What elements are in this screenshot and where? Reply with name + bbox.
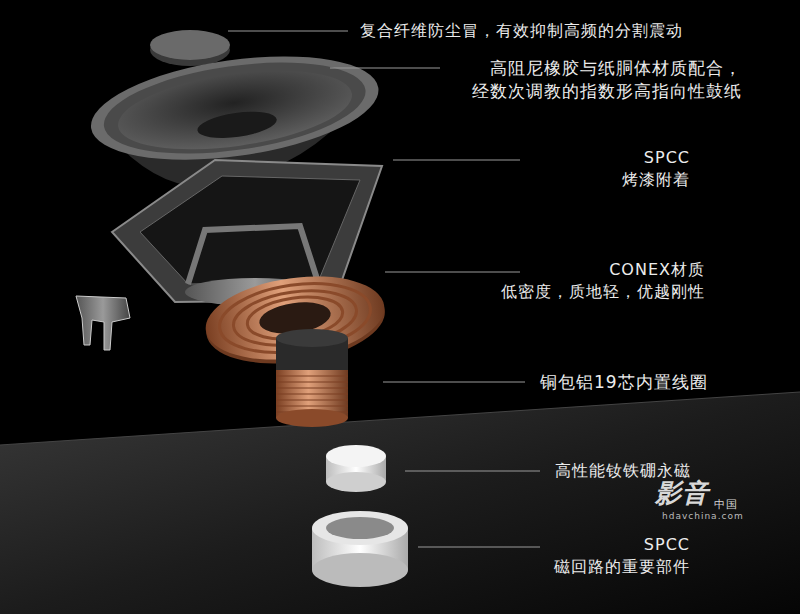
- callout-label: SPCC 烤漆附着: [622, 147, 690, 191]
- dust-cap: [150, 30, 230, 66]
- label-line: 复合纤维防尘冒，有效抑制高频的分割震动: [360, 20, 683, 42]
- label-line: CONEX材质: [501, 259, 705, 281]
- label-line: 高阻尼橡胶与纸胴体材质配合，: [472, 57, 742, 80]
- label-line: SPCC: [622, 147, 690, 169]
- watermark: 影音: [655, 476, 709, 511]
- voice-coil: [276, 329, 348, 427]
- leader-lines: [228, 31, 540, 547]
- callout-label: 高阻尼橡胶与纸胴体材质配合， 经数次调教的指数形高指向性鼓纸: [472, 57, 742, 103]
- label-line: 影音: [655, 476, 709, 511]
- label-line: 磁回路的重要部件: [554, 556, 690, 578]
- label-line: 低密度，质地轻，优越刚性: [501, 281, 705, 303]
- label-line: 经数次调教的指数形高指向性鼓纸: [472, 80, 742, 103]
- label-line: 铜包铝19芯内置线圈: [540, 371, 708, 394]
- terminal: [76, 296, 130, 350]
- magnet: [326, 445, 386, 492]
- watermark: hdavchina.com: [662, 510, 744, 522]
- callout-label: SPCC 磁回路的重要部件: [554, 534, 690, 578]
- label-line: hdavchina.com: [662, 510, 744, 522]
- ground: [0, 392, 800, 614]
- label-line: 中国: [714, 497, 738, 512]
- pot: [312, 511, 408, 587]
- label-line: SPCC: [554, 534, 690, 556]
- callout-label: 铜包铝19芯内置线圈: [540, 371, 708, 394]
- label-line: 烤漆附着: [622, 169, 690, 191]
- callout-label: 复合纤维防尘冒，有效抑制高频的分割震动: [360, 20, 683, 42]
- callout-label: CONEX材质 低密度，质地轻，优越刚性: [501, 259, 705, 303]
- watermark: 中国: [714, 497, 738, 512]
